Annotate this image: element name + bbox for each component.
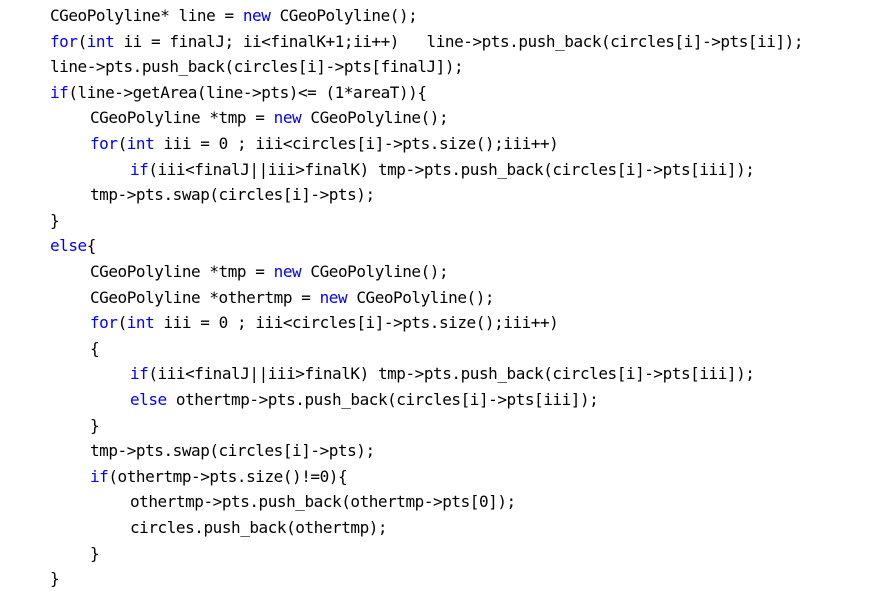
code-text-token: ii = finalJ; ii<finalK+1;ii++) line->pts… <box>114 31 804 51</box>
code-line: } <box>50 566 60 591</box>
code-keyword-token: int <box>126 313 155 333</box>
code-line: else othertmp->pts.push_back(circles[i]-… <box>130 387 599 412</box>
code-line: othertmp->pts.push_back(othertmp->pts[0]… <box>130 489 516 514</box>
code-text-token: CGeoPolyline(); <box>270 6 418 25</box>
code-keyword-token: if <box>130 159 149 179</box>
code-text-token: CGeoPolyline(); <box>347 287 495 307</box>
code-text-token: CGeoPolyline *tmp = <box>90 262 274 281</box>
code-line: line->pts.push_back(circles[i]->pts[fina… <box>50 54 464 79</box>
code-keyword-token: int <box>126 134 155 153</box>
code-text-token: CGeoPolyline(); <box>301 262 449 281</box>
code-text-token: iii = 0 ; iii<circles[i]->pts.size();iii… <box>154 134 559 153</box>
code-text-token: ( <box>117 313 128 333</box>
code-line: circles.push_back(othertmp); <box>130 515 388 540</box>
code-keyword-token: new <box>319 287 348 307</box>
code-keyword-token: else <box>130 390 167 409</box>
code-line: tmp->pts.swap(circles[i]->pts); <box>90 182 375 207</box>
code-text-token: (othertmp->pts.size()!=0){ <box>108 466 348 486</box>
code-keyword-token: for <box>50 31 78 51</box>
code-line: CGeoPolyline *othertmp = new CGeoPolylin… <box>90 285 495 310</box>
code-line: CGeoPolyline *tmp = new CGeoPolyline(); <box>90 105 449 130</box>
code-text-token: } <box>90 415 100 435</box>
code-keyword-token: for <box>90 134 118 153</box>
code-line: } <box>50 208 60 233</box>
code-text-token: { <box>90 338 100 358</box>
code-keyword-token: new <box>242 6 271 25</box>
code-line: CGeoPolyline *tmp = new CGeoPolyline(); <box>90 259 449 284</box>
code-keyword-token: if <box>90 466 109 486</box>
code-line: if(line->getArea(line->pts)<= (1*areaT))… <box>50 80 427 105</box>
code-text-token: tmp->pts.swap(circles[i]->pts); <box>90 441 375 461</box>
code-text-token: } <box>50 210 60 230</box>
code-text-token: (line->getArea(line->pts)<= (1*areaT)){ <box>68 82 427 102</box>
code-line: } <box>90 541 100 566</box>
code-text-token: iii = 0 ; iii<circles[i]->pts.size();iii… <box>154 313 559 333</box>
code-text-token: CGeoPolyline(); <box>301 108 449 128</box>
code-keyword-token: new <box>273 262 302 281</box>
code-text-token: (iii<finalJ||iii>finalK) tmp->pts.push_b… <box>148 159 755 179</box>
code-line: for(int iii = 0 ; iii<circles[i]->pts.si… <box>90 310 559 335</box>
code-line: if(iii<finalJ||iii>finalK) tmp->pts.push… <box>130 157 755 182</box>
code-line: { <box>90 336 100 361</box>
code-text-token: CGeoPolyline* line = <box>50 6 243 25</box>
code-text-token: ( <box>77 31 88 51</box>
code-line: if(iii<finalJ||iii>finalK) tmp->pts.push… <box>130 361 755 386</box>
code-text-token: (iii<finalJ||iii>finalK) tmp->pts.push_b… <box>148 364 755 384</box>
code-line: if(othertmp->pts.size()!=0){ <box>90 464 348 489</box>
code-text-token: othertmp->pts.push_back(circles[i]->pts[… <box>166 390 599 409</box>
code-text-token: othertmp->pts.push_back(othertmp->pts[0]… <box>130 492 516 512</box>
code-text-token: CGeoPolyline *othertmp = <box>90 287 320 307</box>
code-line: for(int ii = finalJ; ii<finalK+1;ii++) l… <box>50 29 803 54</box>
code-text-token: circles.push_back(othertmp); <box>130 518 388 537</box>
code-text-token: line->pts.push_back(circles[i]->pts[fina… <box>50 57 464 77</box>
code-text-token: tmp->pts.swap(circles[i]->pts); <box>90 185 375 205</box>
code-text-token: ( <box>117 134 128 153</box>
code-text-token: } <box>90 543 100 563</box>
code-line: tmp->pts.swap(circles[i]->pts); <box>90 438 375 463</box>
code-line: else{ <box>50 233 96 258</box>
code-line: CGeoPolyline* line = new CGeoPolyline(); <box>50 3 418 28</box>
code-keyword-token: if <box>50 82 69 102</box>
code-keyword-token: if <box>130 364 149 384</box>
code-line: } <box>90 413 100 438</box>
code-keyword-token: else <box>50 236 87 256</box>
code-keyword-token: int <box>86 31 115 51</box>
code-text-token: { <box>86 236 97 256</box>
code-text-token: } <box>50 569 60 589</box>
code-line: for(int iii = 0 ; iii<circles[i]->pts.si… <box>90 131 559 156</box>
code-keyword-token: new <box>273 108 302 128</box>
code-keyword-token: for <box>90 313 118 333</box>
code-text-token: CGeoPolyline *tmp = <box>90 108 274 128</box>
